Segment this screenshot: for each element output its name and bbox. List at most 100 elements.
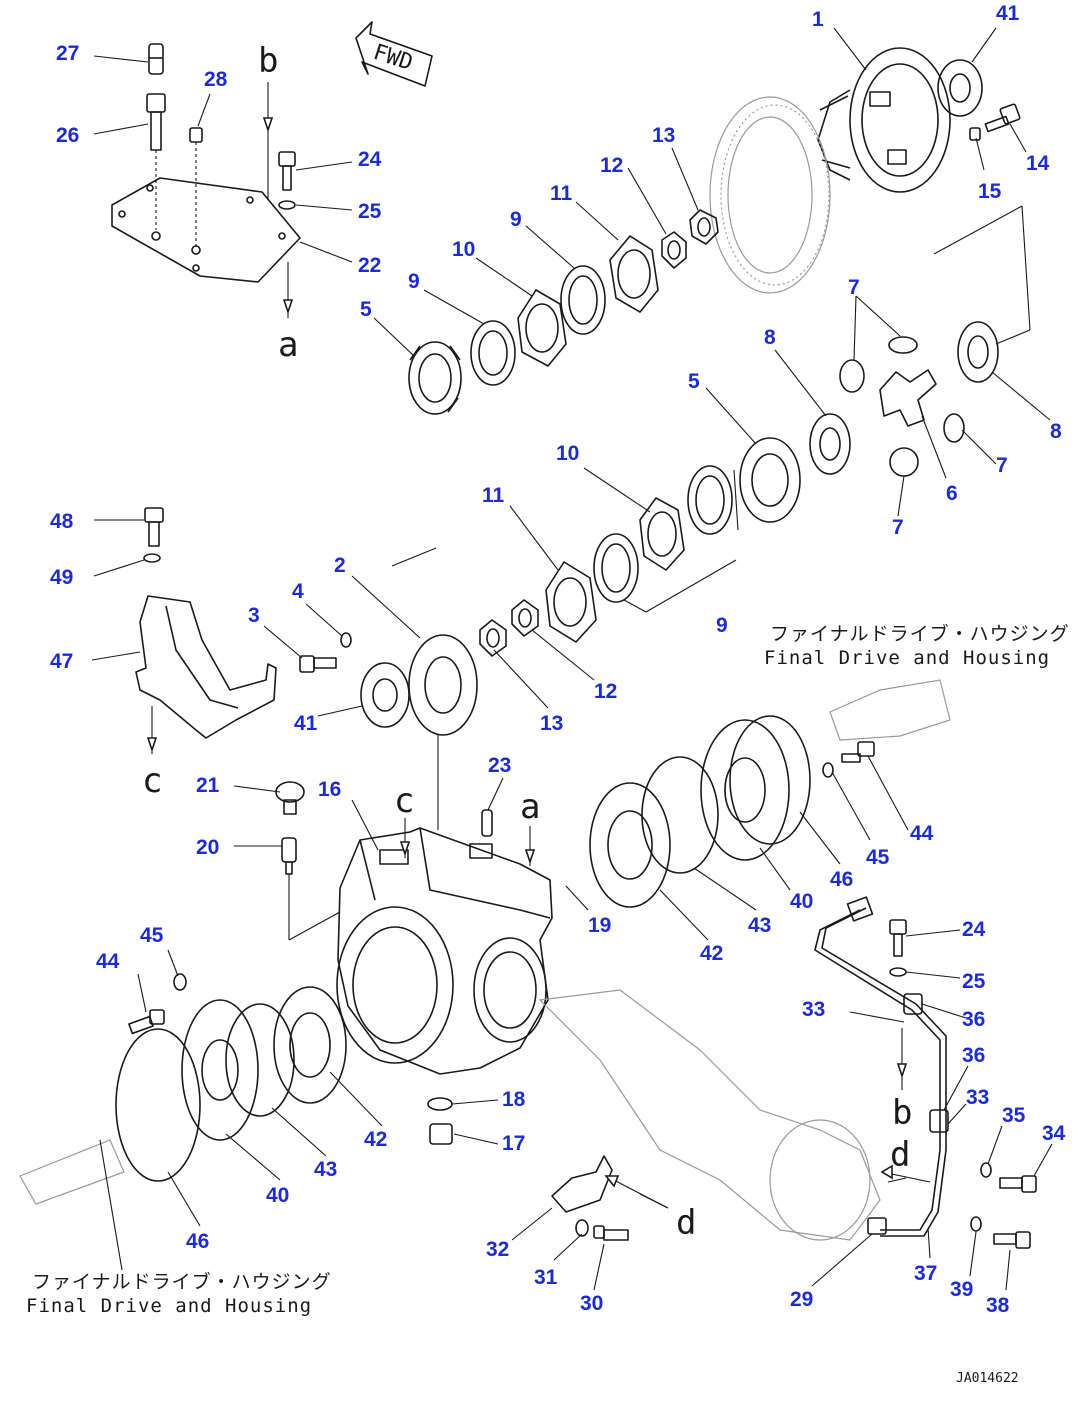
callout-11-mid: 11 bbox=[482, 484, 505, 507]
callout-7-bottom: 7 bbox=[892, 516, 904, 539]
callout-36-upper: 36 bbox=[962, 1008, 985, 1031]
bearing-retainer-5-top bbox=[408, 341, 462, 415]
callout-13-mid: 13 bbox=[540, 712, 563, 735]
bolt-34 bbox=[980, 1162, 1037, 1193]
callout-46-left: 46 bbox=[186, 1230, 209, 1253]
callout-21: 21 bbox=[196, 774, 220, 797]
plug-27 bbox=[148, 43, 164, 75]
callout-37: 37 bbox=[914, 1262, 937, 1285]
callout-24: 24 bbox=[358, 148, 382, 171]
callout-22: 22 bbox=[358, 254, 381, 277]
oring-43-right bbox=[641, 756, 719, 874]
bearing-9-top bbox=[560, 265, 606, 335]
reference-letters: b a c a c d b d bbox=[142, 41, 912, 1243]
drawing-code: JA014622 bbox=[956, 1371, 1019, 1386]
side-gear-8-left bbox=[809, 413, 851, 475]
callout-25: 25 bbox=[358, 200, 382, 223]
bolt-24 bbox=[278, 151, 296, 210]
shaft-right bbox=[829, 679, 951, 741]
callout-12-top: 12 bbox=[600, 154, 623, 177]
plug-17 bbox=[427, 1097, 453, 1145]
callout-27: 27 bbox=[56, 42, 79, 65]
hub-40-right bbox=[700, 715, 811, 861]
bolt-14 bbox=[969, 103, 1021, 141]
bolt-26 bbox=[146, 93, 166, 230]
callout-9-left: 9 bbox=[408, 270, 420, 293]
callout-40-left: 40 bbox=[266, 1184, 289, 1207]
differential-case bbox=[817, 47, 951, 193]
pinion-7-right bbox=[943, 413, 965, 443]
callout-28: 28 bbox=[204, 68, 228, 91]
bolt-48 bbox=[143, 507, 164, 563]
bearing-retainer-5-right bbox=[739, 437, 801, 523]
callout-8-right: 8 bbox=[1050, 420, 1062, 443]
callout-36-lower: 36 bbox=[962, 1044, 985, 1067]
callout-43-left: 43 bbox=[314, 1158, 337, 1181]
callout-25-right: 25 bbox=[962, 970, 986, 993]
shim-10-mid bbox=[639, 497, 685, 571]
callout-18: 18 bbox=[502, 1088, 526, 1111]
caption-left-jp: ファイナルドライブ・ハウジング bbox=[32, 1270, 332, 1293]
shim-11-mid bbox=[545, 561, 597, 643]
ref-letter-b-top: b bbox=[258, 41, 278, 81]
callout-31: 31 bbox=[534, 1266, 558, 1289]
callout-33-upper: 33 bbox=[802, 998, 825, 1021]
callout-38: 38 bbox=[986, 1294, 1010, 1317]
shim-13-mid bbox=[479, 619, 507, 657]
callout-41-top: 41 bbox=[996, 2, 1020, 25]
callout-20: 20 bbox=[196, 836, 219, 859]
callout-10-mid: 10 bbox=[556, 442, 579, 465]
caption-right-en: Final Drive and Housing bbox=[764, 647, 1050, 669]
callout-7-right: 7 bbox=[996, 454, 1008, 477]
side-gear-8-right bbox=[957, 321, 999, 383]
ref-letter-c-housing: c bbox=[394, 781, 414, 821]
ref-letter-b-tube: b bbox=[892, 1093, 912, 1133]
callout-46-right: 46 bbox=[830, 868, 853, 891]
bolt-30 bbox=[575, 1219, 629, 1241]
callout-41-left: 41 bbox=[294, 712, 318, 735]
shim-12-mid bbox=[511, 599, 539, 637]
bolt-44-left bbox=[128, 973, 187, 1035]
callout-42-left: 42 bbox=[364, 1128, 387, 1151]
shim-42-left bbox=[273, 986, 347, 1104]
callout-47: 47 bbox=[50, 650, 73, 673]
callout-9-top: 9 bbox=[510, 208, 522, 231]
guard-47 bbox=[135, 595, 277, 739]
spider-6 bbox=[879, 369, 937, 427]
bracket-32 bbox=[551, 1155, 613, 1213]
shim-42-right bbox=[589, 782, 671, 908]
callout-39: 39 bbox=[950, 1278, 973, 1301]
callout-26: 26 bbox=[56, 124, 79, 147]
callout-9-mid: 9 bbox=[716, 614, 728, 637]
callout-5-right: 5 bbox=[688, 370, 700, 393]
callout-43-right: 43 bbox=[748, 914, 771, 937]
callout-13-top: 13 bbox=[652, 124, 675, 147]
hub-40-left bbox=[181, 999, 259, 1141]
plug-28 bbox=[189, 127, 203, 248]
axle-housing bbox=[336, 827, 553, 1075]
callout-24-right: 24 bbox=[962, 918, 986, 941]
oring-43-left bbox=[225, 1003, 295, 1117]
bolt-24-right bbox=[889, 919, 907, 977]
callout-33-lower: 33 bbox=[966, 1086, 989, 1109]
callout-1: 1 bbox=[812, 8, 824, 31]
callout-49: 49 bbox=[50, 566, 73, 589]
callout-40-right: 40 bbox=[790, 890, 813, 913]
callout-2: 2 bbox=[334, 554, 346, 577]
ring-gear bbox=[709, 96, 831, 294]
shim-10-top bbox=[517, 289, 567, 367]
oring-46-left bbox=[115, 1028, 201, 1182]
callout-6: 6 bbox=[946, 482, 958, 505]
bolt-3 bbox=[299, 632, 352, 673]
caption-right: ファイナルドライブ・ハウジング Final Drive and Housing bbox=[764, 622, 1069, 669]
pinion-7-upper bbox=[839, 336, 918, 393]
callout-17: 17 bbox=[502, 1132, 525, 1155]
fwd-label: FWD bbox=[370, 40, 416, 76]
callout-23: 23 bbox=[488, 754, 511, 777]
pinion-7-lower bbox=[889, 447, 919, 477]
callout-8-left: 8 bbox=[764, 326, 776, 349]
bearing-cage-2 bbox=[408, 634, 478, 736]
dowel-23 bbox=[481, 809, 493, 837]
callout-11-top: 11 bbox=[550, 182, 573, 205]
